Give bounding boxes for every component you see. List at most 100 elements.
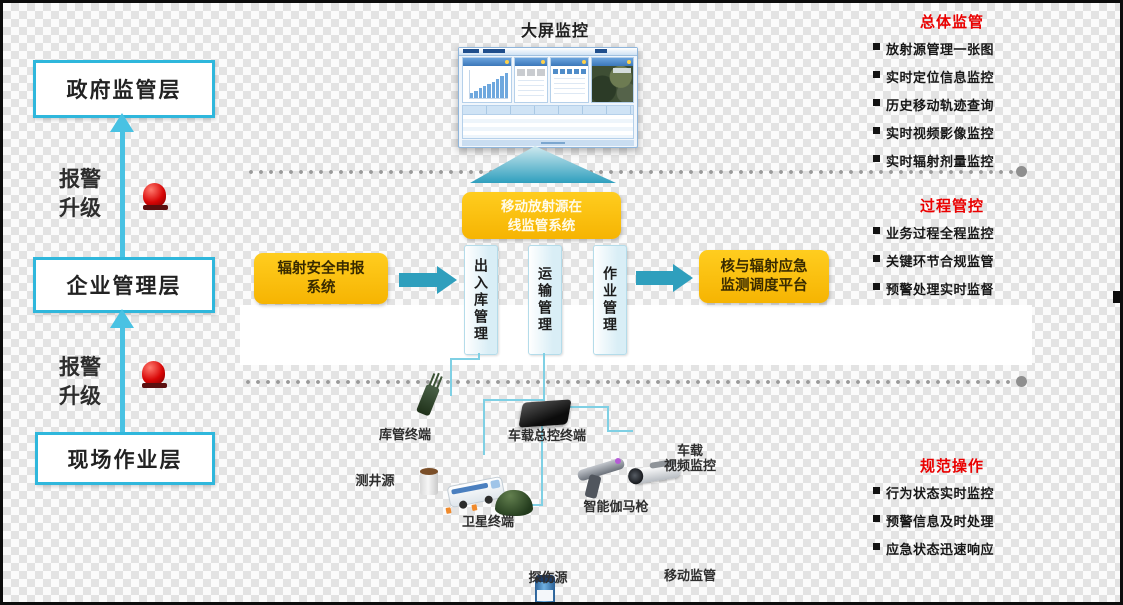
- bullet-square-icon: [873, 71, 880, 78]
- bullet-square-icon: [873, 127, 880, 134]
- mobile-source-system-box: 移动放射源在 线监管系统: [462, 192, 621, 239]
- panel-standard-title: 规范操作: [919, 458, 984, 475]
- dashboard-table: [462, 105, 634, 139]
- pillar-transport-label: 运输管理: [537, 266, 553, 334]
- satellite-terminal-device: [495, 490, 533, 516]
- pillar-transport-management: 运输管理: [528, 245, 562, 355]
- warehouse-terminal-label: 库管终端: [378, 427, 431, 442]
- alarm-escalation-text-2: 报警 升级: [47, 353, 113, 411]
- alarm-escalation-line1: 报警: [59, 167, 101, 191]
- connector-line: [607, 406, 609, 432]
- alarm-escalation-line2: 升级: [59, 384, 101, 408]
- panel-item: 实时视频影像监控: [886, 126, 995, 141]
- panel-process-control: 过程管控 业务过程全程监控 关键环节合规监管 预警处理实时监督: [873, 195, 1031, 307]
- dotted-divider-bottom: [243, 380, 1016, 384]
- bullet-square-icon: [873, 155, 880, 162]
- bullet-square-icon: [873, 43, 880, 50]
- connector-line: [529, 504, 543, 506]
- emergency-line1: 核与辐射应急: [720, 258, 808, 275]
- vehicle-video-line1: 车载: [676, 443, 703, 458]
- vehicle-master-terminal-device: [518, 399, 572, 428]
- connector-line: [483, 399, 545, 401]
- pillar-operation-management: 作业管理: [593, 245, 627, 355]
- satellite-terminal-label: 卫星终端: [461, 514, 514, 529]
- dashboard-screenshot: [458, 47, 638, 148]
- field-layer-box: 现场作业层: [35, 432, 215, 485]
- vehicle-video-line2: 视频监控: [663, 458, 716, 473]
- panel-standard-operation: 规范操作 行为状态实时监控 预警信息及时处理 应急状态迅速响应: [873, 455, 1031, 567]
- pillar-operation-label: 作业管理: [602, 266, 618, 334]
- field-layer-label: 现场作业层: [67, 447, 183, 472]
- emergency-platform-box: 核与辐射应急 监测调度平台: [699, 250, 829, 303]
- big-screen-label: 大屏监控: [520, 23, 589, 40]
- alarm-lamp-icon: [142, 361, 167, 388]
- flaw-source-cylinder-blue: [535, 575, 555, 602]
- panel-item: 预警信息及时处理: [886, 514, 995, 529]
- panel-overall-supervision: 总体监管 放射源管理一张图 实时定位信息监控 历史移动轨迹查询 实时视频影像监控…: [873, 11, 1031, 179]
- mobile-supervision-label: 移动监管: [663, 568, 716, 583]
- panel-process-title: 过程管控: [919, 198, 984, 215]
- dashboard-list-panel-1: [514, 57, 549, 103]
- arrow-system-to-emergency-head: [673, 264, 693, 292]
- emergency-line2: 监测调度平台: [720, 277, 808, 294]
- panel-item: 放射源管理一张图: [886, 42, 995, 57]
- government-layer-box: 政府监管层: [33, 60, 215, 118]
- vehicle-video-label: 车载 视频监控: [651, 443, 729, 473]
- alarm-escalation-line2: 升级: [59, 196, 101, 220]
- enterprise-layer-box: 企业管理层: [33, 257, 215, 313]
- dashboard-barchart-panel: [462, 57, 513, 103]
- system-name-line2: 线监管系统: [507, 217, 576, 233]
- bullet-square-icon: [873, 255, 880, 262]
- dotted-divider-top: [246, 170, 1016, 174]
- logging-source-device: [420, 468, 438, 495]
- alarm-lamp-icon: [143, 183, 168, 210]
- connector-line: [543, 353, 545, 401]
- up-arrow-head-1: [110, 113, 134, 132]
- alarm-escalation-line1: 报警: [59, 355, 101, 379]
- connector-line: [541, 425, 543, 506]
- panel-overall-title: 总体监管: [919, 14, 984, 31]
- enterprise-layer-label: 企业管理层: [66, 274, 182, 298]
- bullet-square-icon: [873, 227, 880, 234]
- arrow-system-to-emergency: [636, 271, 673, 285]
- gamma-gun-device: [571, 457, 631, 502]
- bullet-square-icon: [873, 543, 880, 550]
- bullet-square-icon: [873, 487, 880, 494]
- logging-source-label: 测井源: [355, 473, 395, 488]
- pillar-warehouse-label: 出入库管理: [473, 257, 489, 343]
- dashboard-panels: [462, 57, 634, 103]
- gamma-gun-label: 智能伽马枪: [583, 499, 649, 514]
- radiation-declaration-box: 辐射安全申报 系统: [254, 253, 388, 304]
- up-arrow-line-1: [120, 131, 125, 257]
- dotted-divider-top-endpoint: [1016, 166, 1027, 177]
- panel-item: 预警处理实时监督: [886, 282, 995, 297]
- dashboard-titlebar: [459, 48, 637, 56]
- panel-item: 业务过程全程监控: [886, 226, 995, 241]
- connector-line: [565, 406, 609, 408]
- arrow-declaration-to-system-head: [437, 266, 457, 294]
- dashboard-statusbar: [462, 140, 634, 146]
- arrow-declaration-to-system: [399, 273, 437, 287]
- pillar-warehouse-management: 出入库管理: [464, 245, 498, 355]
- declaration-line1: 辐射安全申报: [277, 260, 365, 277]
- warehouse-terminal-device: [415, 372, 443, 417]
- connector-line: [450, 358, 480, 360]
- alarm-escalation-text-1: 报警 升级: [47, 165, 113, 223]
- up-arrow-head-2: [110, 309, 134, 328]
- dashboard-list-panel-2: [550, 57, 590, 103]
- panel-item: 关键环节合规监管: [886, 254, 995, 269]
- panel-item: 应急状态迅速响应: [886, 542, 995, 557]
- panel-item: 实时定位信息监控: [886, 70, 995, 85]
- panel-item: 历史移动轨迹查询: [886, 98, 995, 113]
- flaw-source-label: 探伤源: [528, 570, 568, 585]
- dashboard-map-panel: [591, 57, 634, 103]
- up-arrow-line-2: [120, 327, 125, 432]
- bullet-square-icon: [873, 99, 880, 106]
- screen-uplink-arrow: [470, 146, 616, 183]
- connector-line: [607, 430, 633, 432]
- connector-line: [483, 399, 485, 455]
- edge-handle-mark: [1113, 291, 1120, 303]
- dotted-divider-bottom-endpoint: [1016, 376, 1027, 387]
- connector-line: [450, 358, 452, 396]
- middle-white-band: [240, 305, 1032, 365]
